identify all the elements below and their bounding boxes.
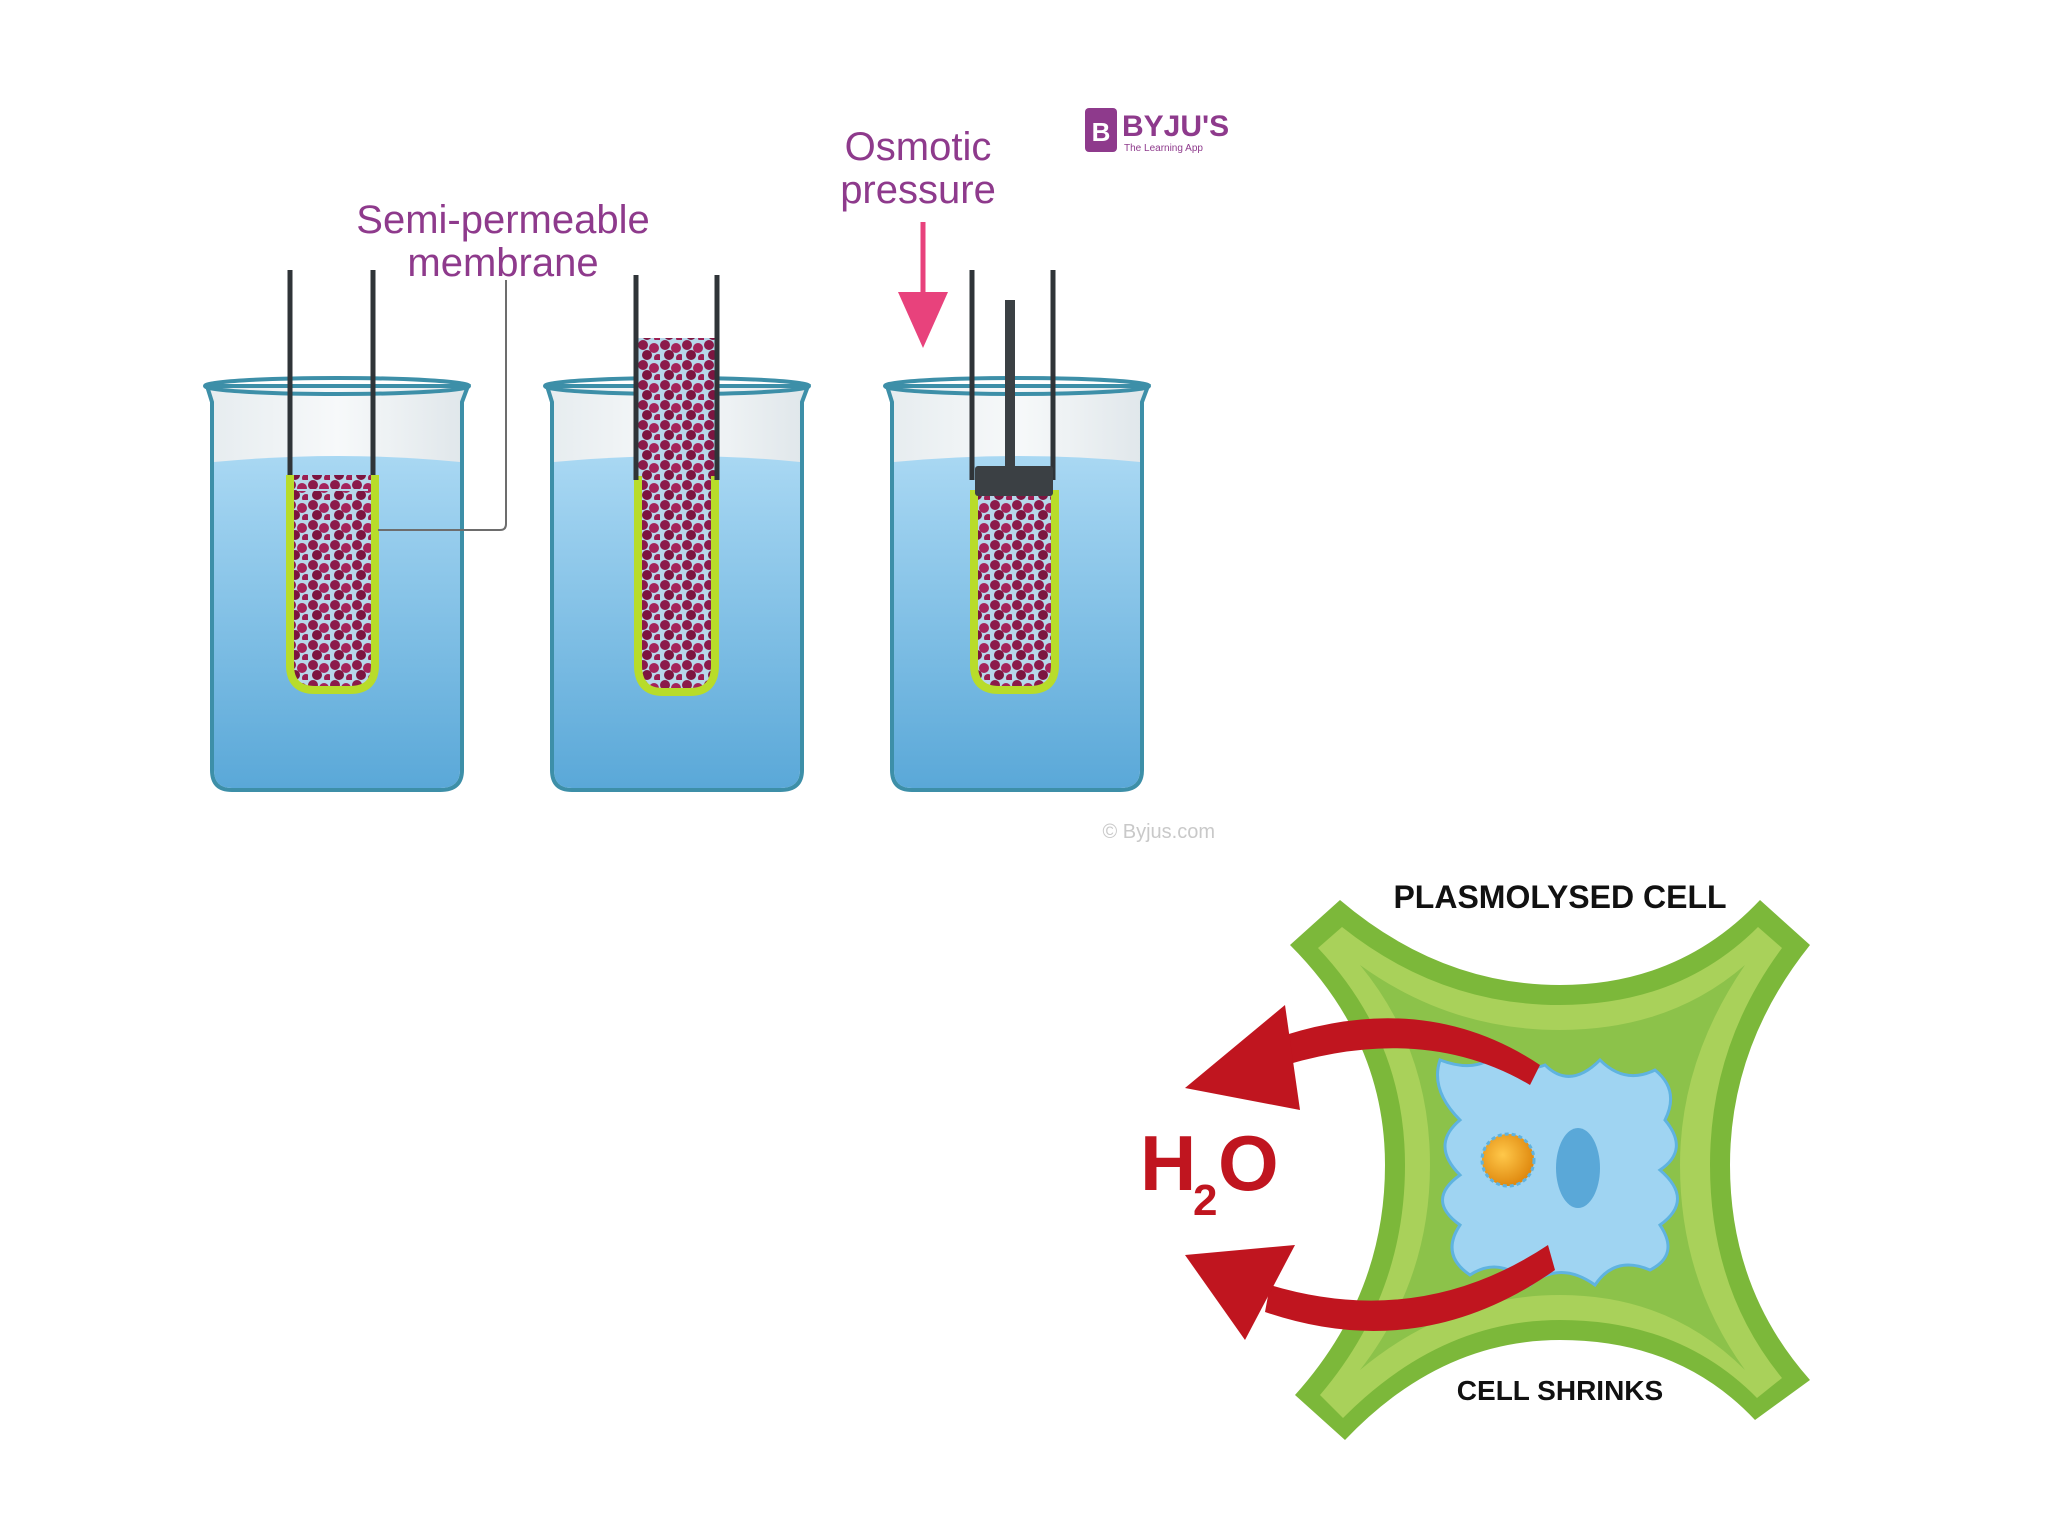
copyright-text: © Byjus.com	[1102, 821, 1215, 843]
logo-text: BYJU'S	[1122, 110, 1229, 143]
membrane-label-line2: membrane	[407, 241, 598, 285]
byjus-logo: B BYJU'S The Learning App	[1085, 108, 1229, 154]
water-out-arrow-bottom	[1185, 1245, 1555, 1340]
membrane-label-line1: Semi-permeable	[356, 198, 649, 242]
piston-rod	[1005, 300, 1015, 470]
pressure-arrow	[898, 222, 948, 348]
water-label: H 2 O	[1140, 1119, 1279, 1225]
plasmolysed-cell	[1290, 900, 1810, 1440]
cell-caption: CELL SHRINKS	[1457, 1375, 1663, 1406]
cell-title: PLASMOLYSED CELL	[1393, 879, 1726, 915]
beaker-2	[543, 275, 811, 792]
pressure-label-line2: pressure	[840, 168, 996, 212]
beaker-3	[883, 270, 1151, 792]
water-label-o: O	[1218, 1119, 1279, 1207]
water-out-arrow-top	[1185, 1005, 1540, 1110]
beaker-1	[203, 270, 471, 792]
pressure-label-line1: Osmotic	[845, 125, 992, 169]
membrane-leader-line	[378, 280, 507, 531]
water-label-h: H	[1140, 1119, 1196, 1207]
water-label-subscript: 2	[1193, 1176, 1217, 1225]
svg-text:B: B	[1092, 117, 1111, 147]
logo-tagline: The Learning App	[1124, 143, 1203, 154]
piston-head	[975, 466, 1053, 496]
